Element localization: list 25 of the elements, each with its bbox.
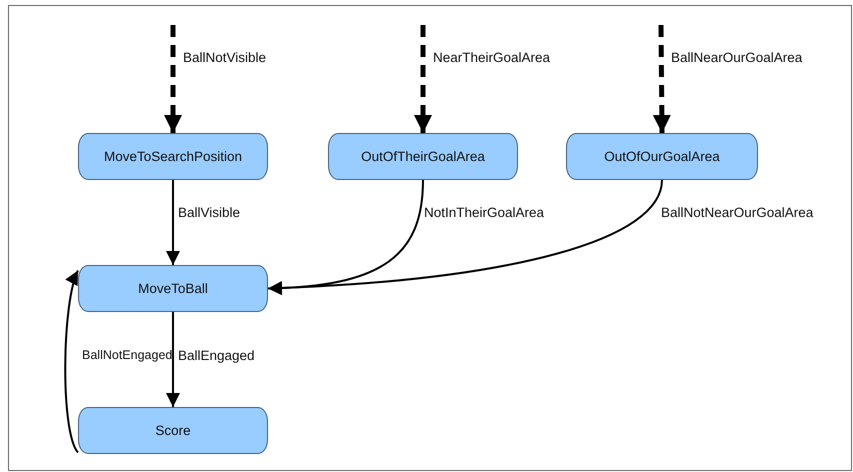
transition-arrow [64, 270, 80, 453]
edge-label: BallNotNearOurGoalArea [661, 205, 814, 220]
transition-arrow [164, 25, 182, 133]
state-box [78, 407, 268, 454]
edge-label: BallNotVisible [183, 50, 266, 65]
state-box [78, 133, 268, 180]
transition-arrow [652, 24, 671, 134]
edge-label: BallVisible [178, 205, 240, 220]
transition-arrow [414, 25, 432, 133]
state-box [78, 265, 268, 312]
state-name: OutOfOurGoalArea [604, 149, 720, 164]
transition-arrow [268, 180, 663, 295]
edge-label: NearTheirGoalArea [433, 50, 550, 65]
edge-label: BallNotEngaged [82, 348, 172, 362]
state-name: MoveToBall [138, 281, 208, 296]
transition-arrow [166, 180, 180, 265]
state-box [566, 133, 758, 180]
state-box [328, 133, 518, 180]
edge-label: BallEngaged [178, 348, 255, 363]
state-name: MoveToSearchPosition [104, 149, 242, 164]
edge-label: BallNearOurGoalArea [671, 50, 802, 65]
state-name: Score [155, 423, 191, 438]
state-name: OutOfTheirGoalArea [361, 149, 485, 164]
transition-arrow [166, 312, 180, 407]
edge-label: NotInTheirGoalArea [424, 205, 544, 220]
